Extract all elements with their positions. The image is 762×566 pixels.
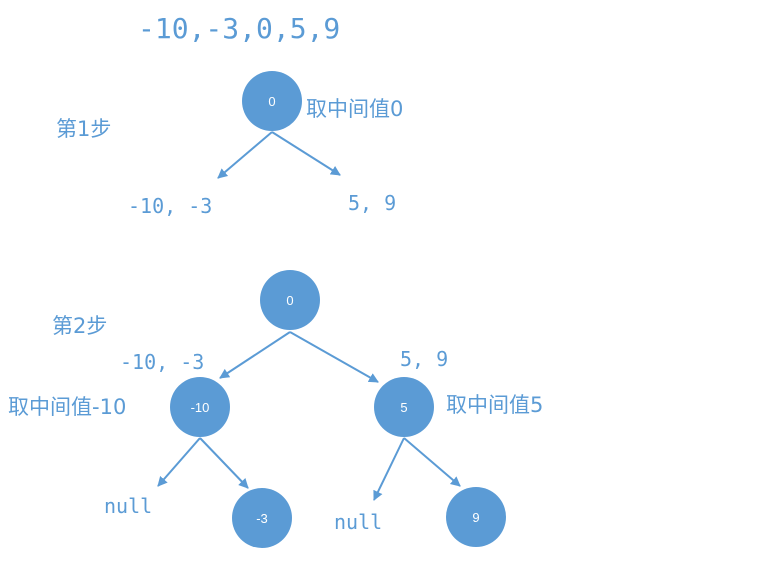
step2-edge-left	[219, 331, 291, 379]
step2-label: 第2步	[52, 314, 107, 338]
input-array: -10,-3,0,5,9	[138, 12, 340, 45]
step2-left-pick-label: 取中间值-10	[8, 395, 126, 419]
step2-edge-rr	[403, 437, 461, 487]
step2-right-value: 5	[400, 400, 407, 415]
step2-rr-value: 9	[472, 510, 479, 525]
step2-lr-value: -3	[256, 511, 268, 526]
step2-right-pick-label: 取中间值5	[446, 393, 543, 417]
step2-ll-null: null	[104, 494, 152, 518]
step2-left-node: -10	[170, 377, 230, 437]
step1-root-value: 0	[268, 94, 275, 109]
step2-left-range: -10, -3	[120, 350, 204, 374]
step1-pick-label: 取中间值0	[306, 97, 403, 121]
step2-edge-rl	[373, 437, 405, 501]
step1-edge-left	[217, 131, 273, 179]
step2-root-node: 0	[260, 270, 320, 330]
step1-label: 第1步	[56, 117, 111, 141]
step2-edge-right	[289, 331, 379, 383]
step1-root-node: 0	[242, 71, 302, 131]
step2-edge-ll	[157, 437, 201, 487]
step2-edge-lr	[199, 437, 249, 489]
step2-right-range: 5, 9	[400, 347, 448, 371]
step1-right-range: 5, 9	[348, 191, 396, 215]
step2-rr-node: 9	[446, 487, 506, 547]
step2-left-value: -10	[191, 400, 210, 415]
step2-lr-node: -3	[232, 488, 292, 548]
step1-edge-right	[271, 131, 341, 176]
step2-root-value: 0	[286, 293, 293, 308]
step2-rl-null: null	[334, 510, 382, 534]
step2-right-node: 5	[374, 377, 434, 437]
step1-left-range: -10, -3	[128, 194, 212, 218]
